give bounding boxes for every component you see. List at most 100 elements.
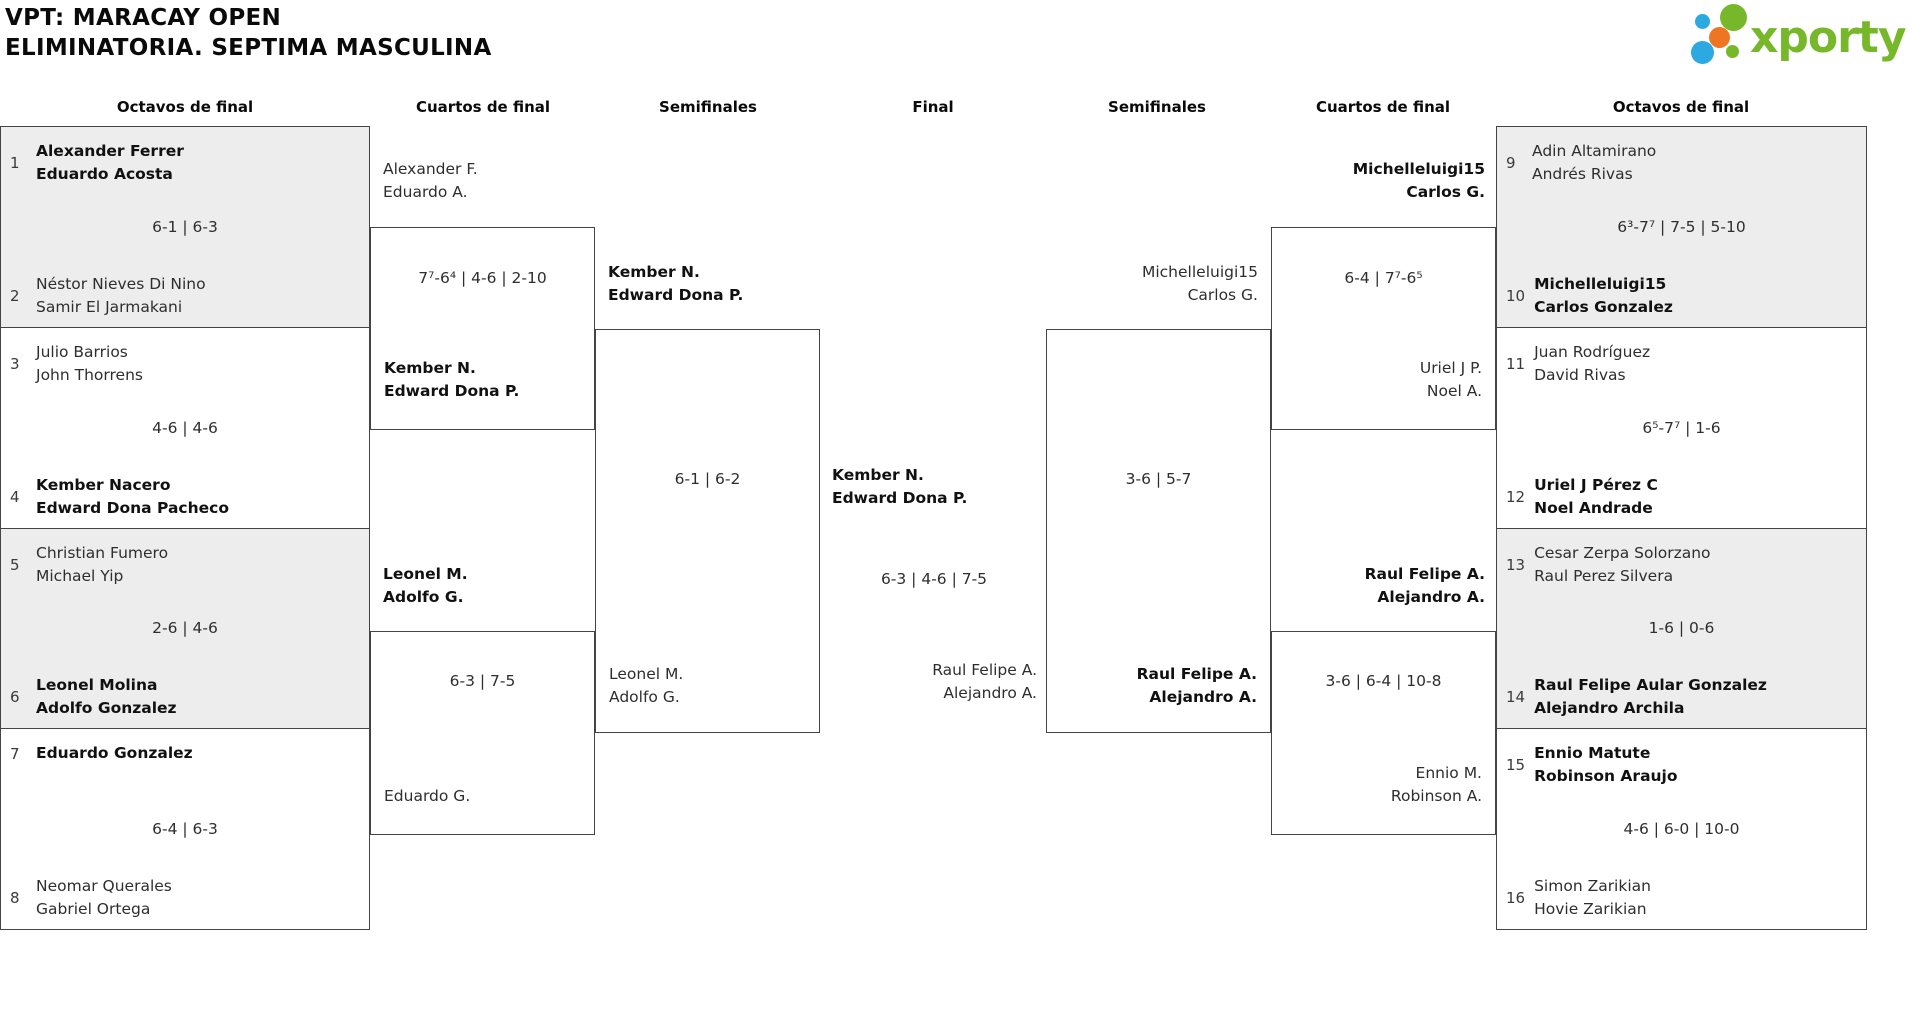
match-score: 6-1 | 6-3 [152,217,218,236]
seed-number: 13 [1506,555,1526,574]
seed-number: 7 [10,744,20,763]
r16-left-match-4[interactable]: 7 Eduardo Gonzalez 6-4 | 6-3 8 Neomar Qu… [1,728,369,929]
match-score: 6³-7⁷ | 7-5 | 5-10 [1617,217,1746,236]
logo-dot-blue-small [1695,14,1710,29]
match-score: 6-1 | 6-2 [674,470,741,488]
seed-number: 16 [1506,889,1526,907]
round-header-cuartos-right: Cuartos de final [1315,98,1451,116]
seed-number: 3 [10,354,20,373]
seed-number: 10 [1506,286,1526,305]
match-score: 1-6 | 0-6 [1648,619,1715,638]
seed-number: 4 [10,487,20,506]
round-header-final: Final [912,98,954,116]
qf-left-1-bottom-team: Kember N.Edward Dona P. [384,359,520,400]
qf-right-1-bottom-team: Uriel J P.Noel A. [1419,359,1482,400]
seed-number: 1 [10,154,20,172]
match-score: 2-6 | 4-6 [152,619,218,638]
seed-number: 15 [1506,756,1526,775]
final-score: 6-3 | 4-6 | 7-5 [880,570,988,588]
match-score: 4-6 | 4-6 [152,418,218,437]
xporty-logo[interactable]: xporty [1688,4,1916,68]
round-header-octavos-right: Octavos de final [1612,98,1750,116]
match-score: 6-3 | 7-5 [449,672,516,690]
seed-number: 14 [1506,688,1526,707]
qf-right-2-box[interactable]: 3-6 | 6-4 | 10-8 Ennio M.Robinson A. [1271,631,1496,835]
round-header-semis-left: Semifinales [659,98,757,116]
match-score: 6-4 | 6-3 [152,820,218,839]
title-line-1: VPT: MARACAY OPEN [5,5,282,31]
qf-left-1-box[interactable]: 7⁷-6⁴ | 4-6 | 2-10 Kember N.Edward Dona … [370,227,595,430]
match-score: 6-4 | 7⁷-6⁵ [1344,269,1423,287]
logo-dot-green-large [1720,4,1747,31]
round-header-semis-right: Semifinales [1108,98,1206,116]
seed-number: 5 [10,555,20,574]
final-runnerup-team: Raul Felipe A.Alejandro A. [932,661,1037,702]
team-names: Eduardo Gonzalez [36,744,193,763]
logo-dot-orange [1709,27,1730,48]
match-score: 3-6 | 6-4 | 10-8 [1325,672,1442,690]
page-title: VPT: MARACAY OPEN ELIMINATORIA. SEPTIMA … [5,3,492,63]
qf-left-2-box[interactable]: 6-3 | 7-5 Eduardo G. [370,631,595,835]
seed-number: 2 [10,286,20,305]
xporty-logo-text: xporty [1750,12,1907,63]
qf-right-2-bottom-team: Ennio M.Robinson A. [1390,764,1482,805]
qf-right-2-top-team: Raul Felipe A.Alejandro A. [1364,565,1485,606]
logo-dot-blue-large [1691,41,1714,64]
final-winner-team: Kember N.Edward Dona P. [832,466,968,507]
title-line-2: ELIMINATORIA. SEPTIMA MASCULINA [5,35,492,61]
qf-left-2-bottom-team: Eduardo G. [384,787,471,805]
round-header-octavos-left: Octavos de final [116,98,254,116]
logo-dot-green-small [1726,45,1739,58]
round-header-cuartos-left: Cuartos de final [415,98,551,116]
qf-left-2-top-team: Leonel M.Adolfo G. [383,565,468,606]
qf-right-1-box[interactable]: 6-4 | 7⁷-6⁵ Uriel J P.Noel A. [1271,227,1496,430]
match-score: 4-6 | 6-0 | 10-0 [1623,820,1740,839]
sf-left-bottom-team: Leonel M.Adolfo G. [609,665,684,706]
team-slot: 7 Eduardo Gonzalez [10,742,193,765]
sf-right-box[interactable]: 3-6 | 5-7 Raul Felipe A.Alejandro A. [1046,329,1271,733]
seed-number: 12 [1506,487,1526,506]
match-score: 6⁵-7⁷ | 1-6 [1642,418,1721,437]
sf-left-box[interactable]: 6-1 | 6-2 Leonel M.Adolfo G. [595,329,820,733]
match-score: 3-6 | 5-7 [1125,470,1192,488]
